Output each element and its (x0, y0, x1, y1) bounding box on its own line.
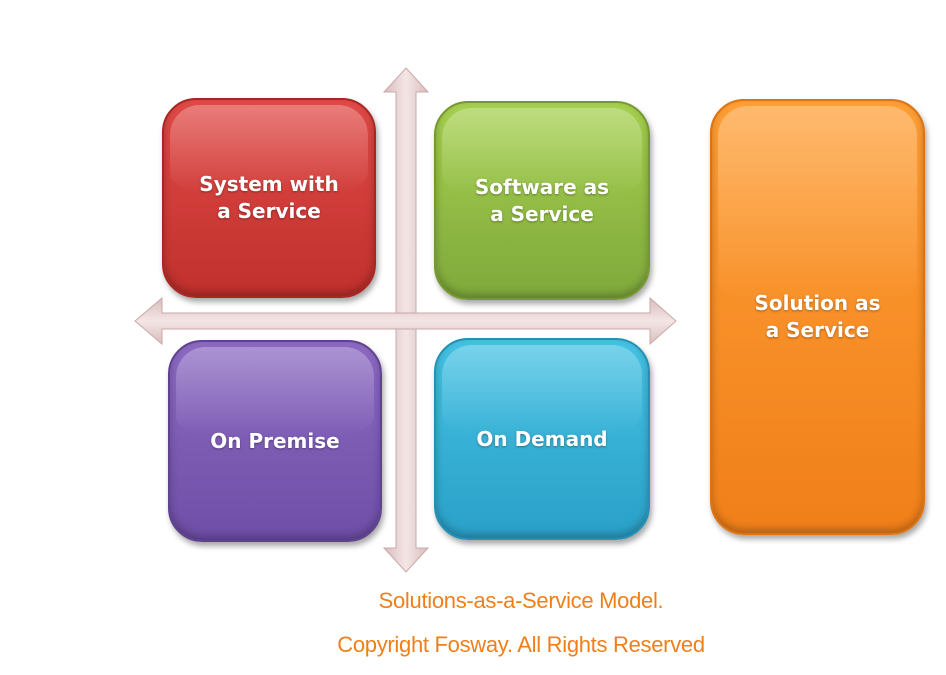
solution-as-a-service-label: Solution as a Service (754, 291, 881, 342)
on-premise-box: On Premise (168, 340, 382, 542)
software-as-a-service-label: Software as a Service (474, 174, 610, 226)
horizontal-axis-arrow (134, 296, 677, 346)
on-demand-box: On Demand (434, 338, 650, 540)
solution-as-a-service-box: Solution as a Service (710, 99, 925, 535)
on-demand-label: On Demand (476, 426, 608, 451)
system-with-a-service-label: System with a Service (199, 172, 339, 223)
copyright-caption: Copyright Fosway. All Rights Reserved (337, 632, 705, 657)
software-as-a-service-box: Software as a Service (434, 101, 650, 300)
system-with-a-service-box: System with a Service (162, 98, 376, 298)
on-premise-label: On Premise (210, 428, 340, 453)
model-caption: Solutions-as-a-Service Model. (378, 588, 664, 613)
